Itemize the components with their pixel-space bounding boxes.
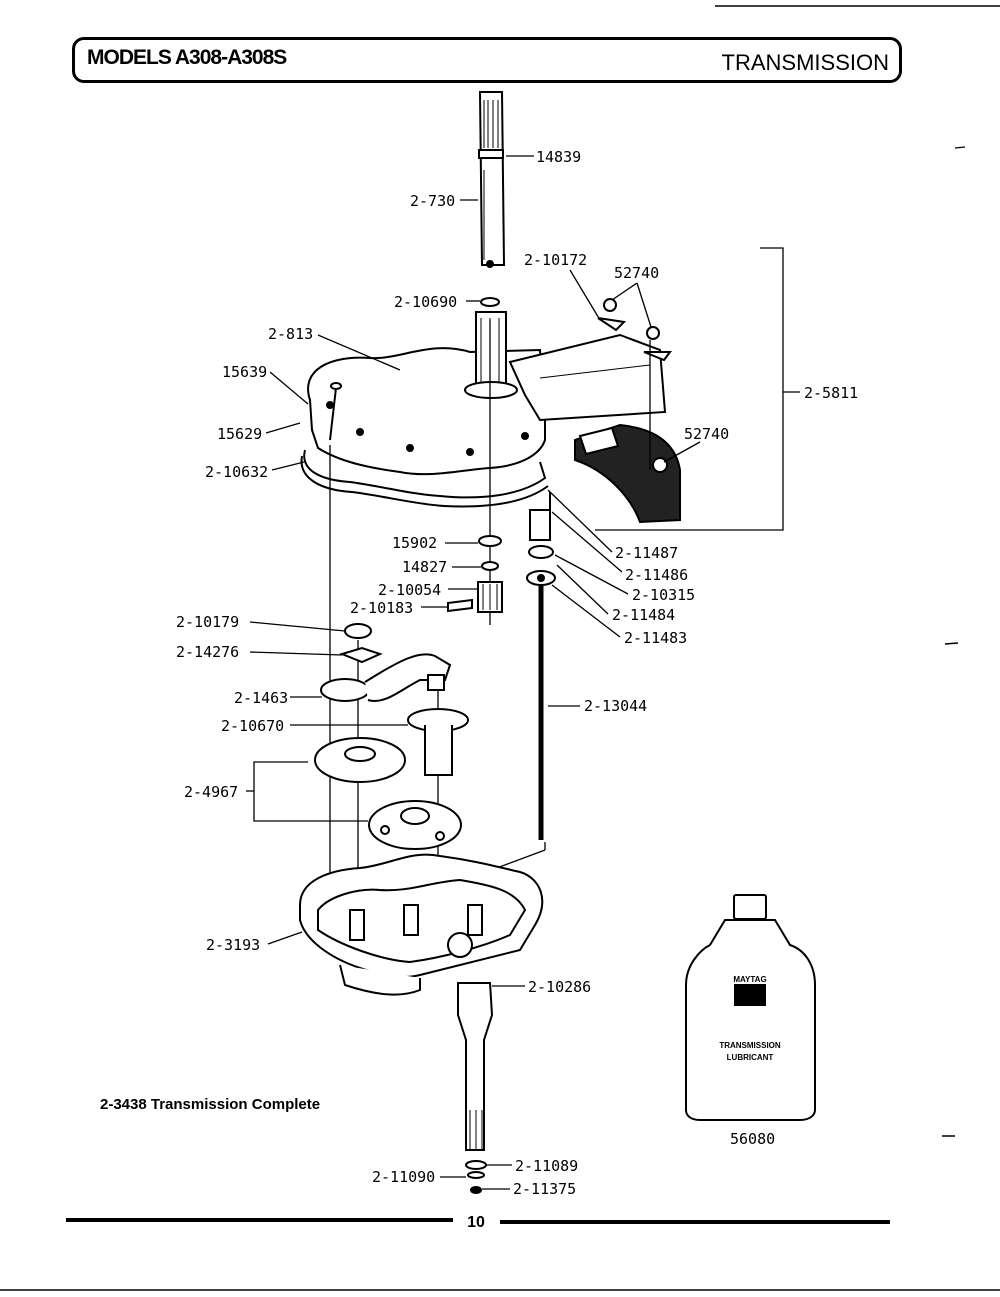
label-52740-bottom: 52740: [684, 425, 729, 443]
label-14839: 14839: [536, 148, 581, 166]
label-2-11089: 2-11089: [515, 1157, 578, 1175]
label-52740-top: 52740: [614, 264, 659, 282]
label-2-813: 2-813: [268, 325, 313, 343]
bottle-brand-text: MAYTAG: [733, 975, 766, 984]
page-number: 10: [467, 1214, 485, 1231]
label-2-10315: 2-10315: [632, 586, 695, 604]
label-2-11090: 2-11090: [372, 1168, 435, 1186]
label-2-4967: 2-4967: [184, 783, 238, 801]
bracket-assembly-drawing: [508, 298, 681, 524]
section-title: TRANSMISSION: [721, 50, 889, 75]
transmission-case-drawing: [299, 853, 544, 1194]
transmission-cover-drawing: [300, 311, 549, 508]
label-15629: 15629: [217, 425, 262, 443]
label-2-11484: 2-11484: [612, 606, 675, 624]
label-2-10179: 2-10179: [176, 613, 239, 631]
label-15902: 15902: [392, 534, 437, 552]
label-2-5811: 2-5811: [804, 384, 858, 402]
label-2-10690: 2-10690: [394, 293, 457, 311]
bottle-product-text: TRANSMISSION: [719, 1041, 781, 1050]
label-2-10670: 2-10670: [221, 717, 284, 735]
label-2-13044: 2-13044: [584, 697, 647, 715]
label-2-10172: 2-10172: [524, 251, 587, 269]
bottle-type-text: LUBRICANT: [727, 1053, 774, 1062]
label-2-10054: 2-10054: [378, 581, 441, 599]
label-2-10183: 2-10183: [350, 599, 413, 617]
label-2-11486: 2-11486: [625, 566, 688, 584]
label-2-11375: 2-11375: [513, 1180, 576, 1198]
label-14827: 14827: [402, 558, 447, 576]
models-title: MODELS A308-A308S: [87, 46, 287, 69]
agitator-shaft-drawing: [478, 91, 506, 307]
assembly-caption: 2-3438 Transmission Complete: [100, 1096, 320, 1113]
leader-lines: [246, 155, 701, 1190]
label-2-1463: 2-1463: [234, 689, 288, 707]
label-2-730: 2-730: [410, 192, 455, 210]
label-2-3193: 2-3193: [206, 936, 260, 954]
label-56080: 56080: [730, 1130, 775, 1148]
label-2-11483: 2-11483: [624, 629, 687, 647]
gears-drawing: [314, 623, 469, 850]
label-2-11487: 2-11487: [615, 544, 678, 562]
header-box: MODELS A308-A308S TRANSMISSION: [72, 37, 902, 83]
lubricant-bottle-drawing: [685, 894, 816, 1121]
small-parts-stack: [447, 492, 556, 840]
label-2-10632: 2-10632: [205, 463, 268, 481]
label-15639: 15639: [222, 363, 267, 381]
label-2-10286: 2-10286: [528, 978, 591, 996]
label-2-14276: 2-14276: [176, 643, 239, 661]
